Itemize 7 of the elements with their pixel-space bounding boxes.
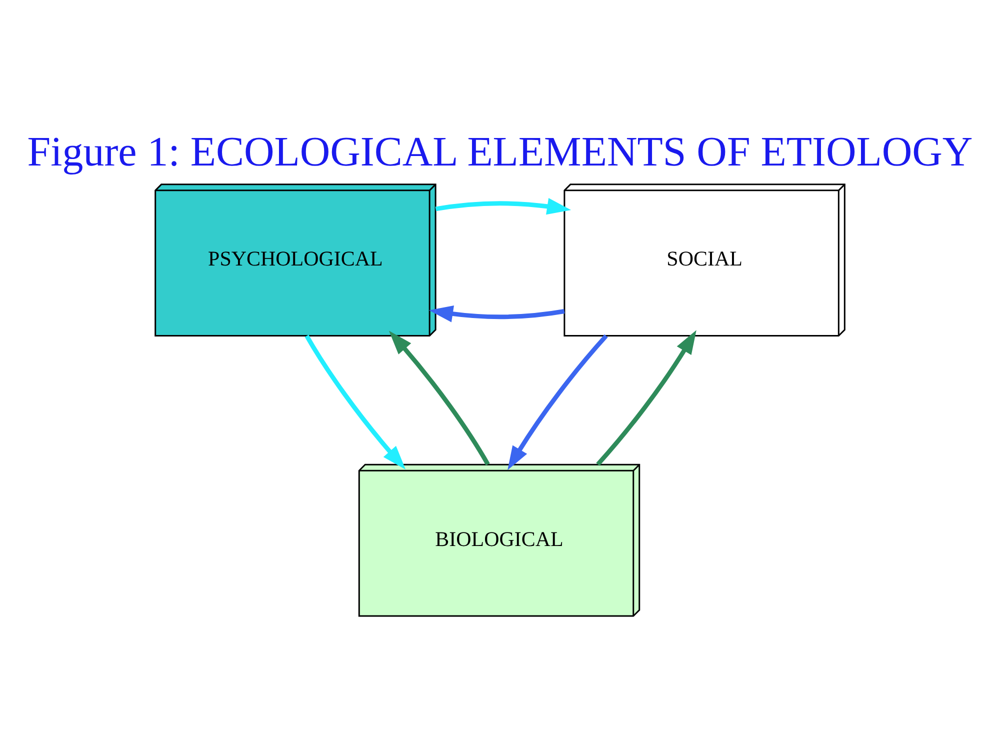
arrow xyxy=(508,334,608,470)
diagram-title: Figure 1: ECOLOGICAL ELEMENTS OF ETIOLOGY xyxy=(27,130,973,176)
arrow xyxy=(304,334,406,470)
arrow xyxy=(428,306,565,322)
arrow xyxy=(596,330,696,466)
arrow xyxy=(388,330,490,466)
arrow xyxy=(435,198,572,215)
